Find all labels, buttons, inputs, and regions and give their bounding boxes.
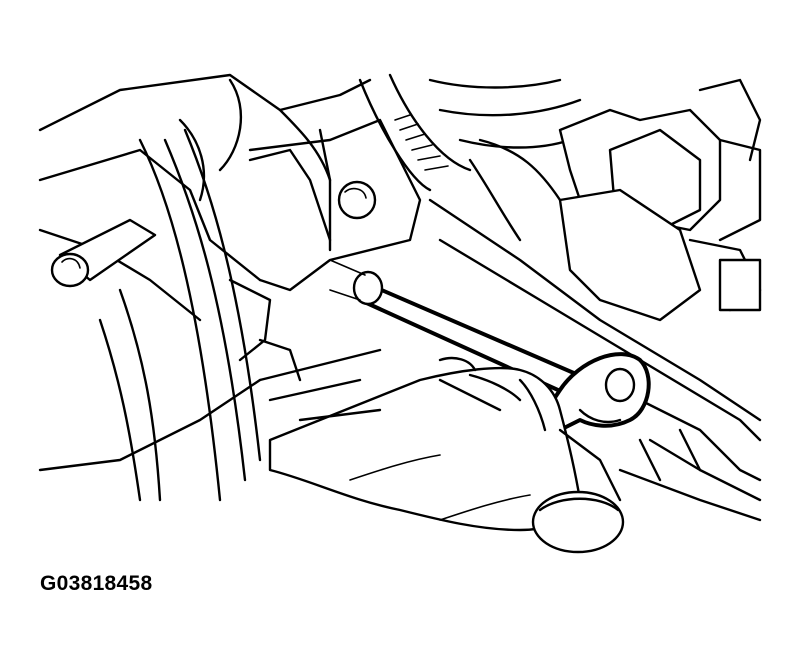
lower-structure [258,348,762,522]
bolt-head [337,180,377,220]
wrench [538,352,651,432]
electrical-connector [558,78,762,322]
engine-housing [38,73,372,502]
bolt-left [50,218,157,288]
engine-illustration [38,73,762,554]
ribbed-hose [358,73,472,192]
figure-code: G03818458 [40,572,153,595]
hand [268,356,582,532]
round-plug [531,490,625,554]
